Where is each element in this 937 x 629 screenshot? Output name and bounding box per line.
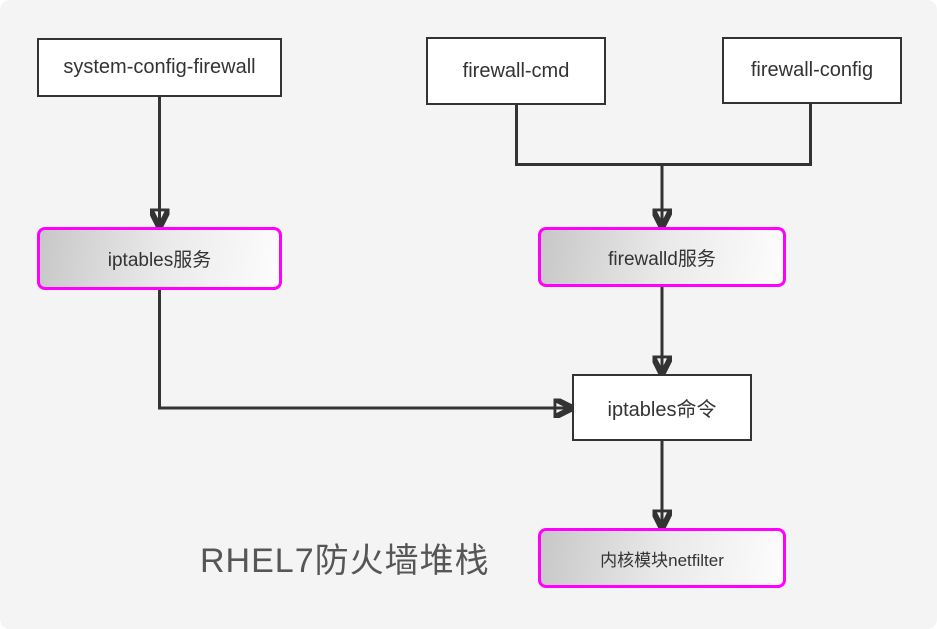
node-label-iptables-command: iptables命令 [607,399,717,421]
node-iptables-command: iptables命令 [572,374,752,441]
node-label-system-config-firewall: system-config-firewall [63,56,256,78]
edge-merge-bracket-firewallcmd-firewallconfig [515,103,812,166]
node-netfilter-kernel-module: 内核模块netfilter [538,528,786,588]
node-label-firewall-config: firewall-config [750,59,874,81]
node-label-firewall-cmd: firewall-cmd [462,59,570,82]
node-firewall-config: firewall-config [722,37,902,104]
node-label-firewalld-service: firewalld服务 [608,248,716,270]
node-firewalld-service: firewalld服务 [538,227,786,287]
diagram-title: RHEL7防火墙堆栈 [200,542,490,580]
node-iptables-service: iptables服务 [37,227,282,290]
edge-iptables-service-to-iptables-command [158,290,572,408]
node-label-iptables-service: iptables服务 [107,250,212,271]
node-system-config-firewall: system-config-firewall [37,38,282,97]
node-firewall-cmd: firewall-cmd [426,37,606,105]
node-label-netfilter-kernel-module: 内核模块netfilter [600,550,724,570]
